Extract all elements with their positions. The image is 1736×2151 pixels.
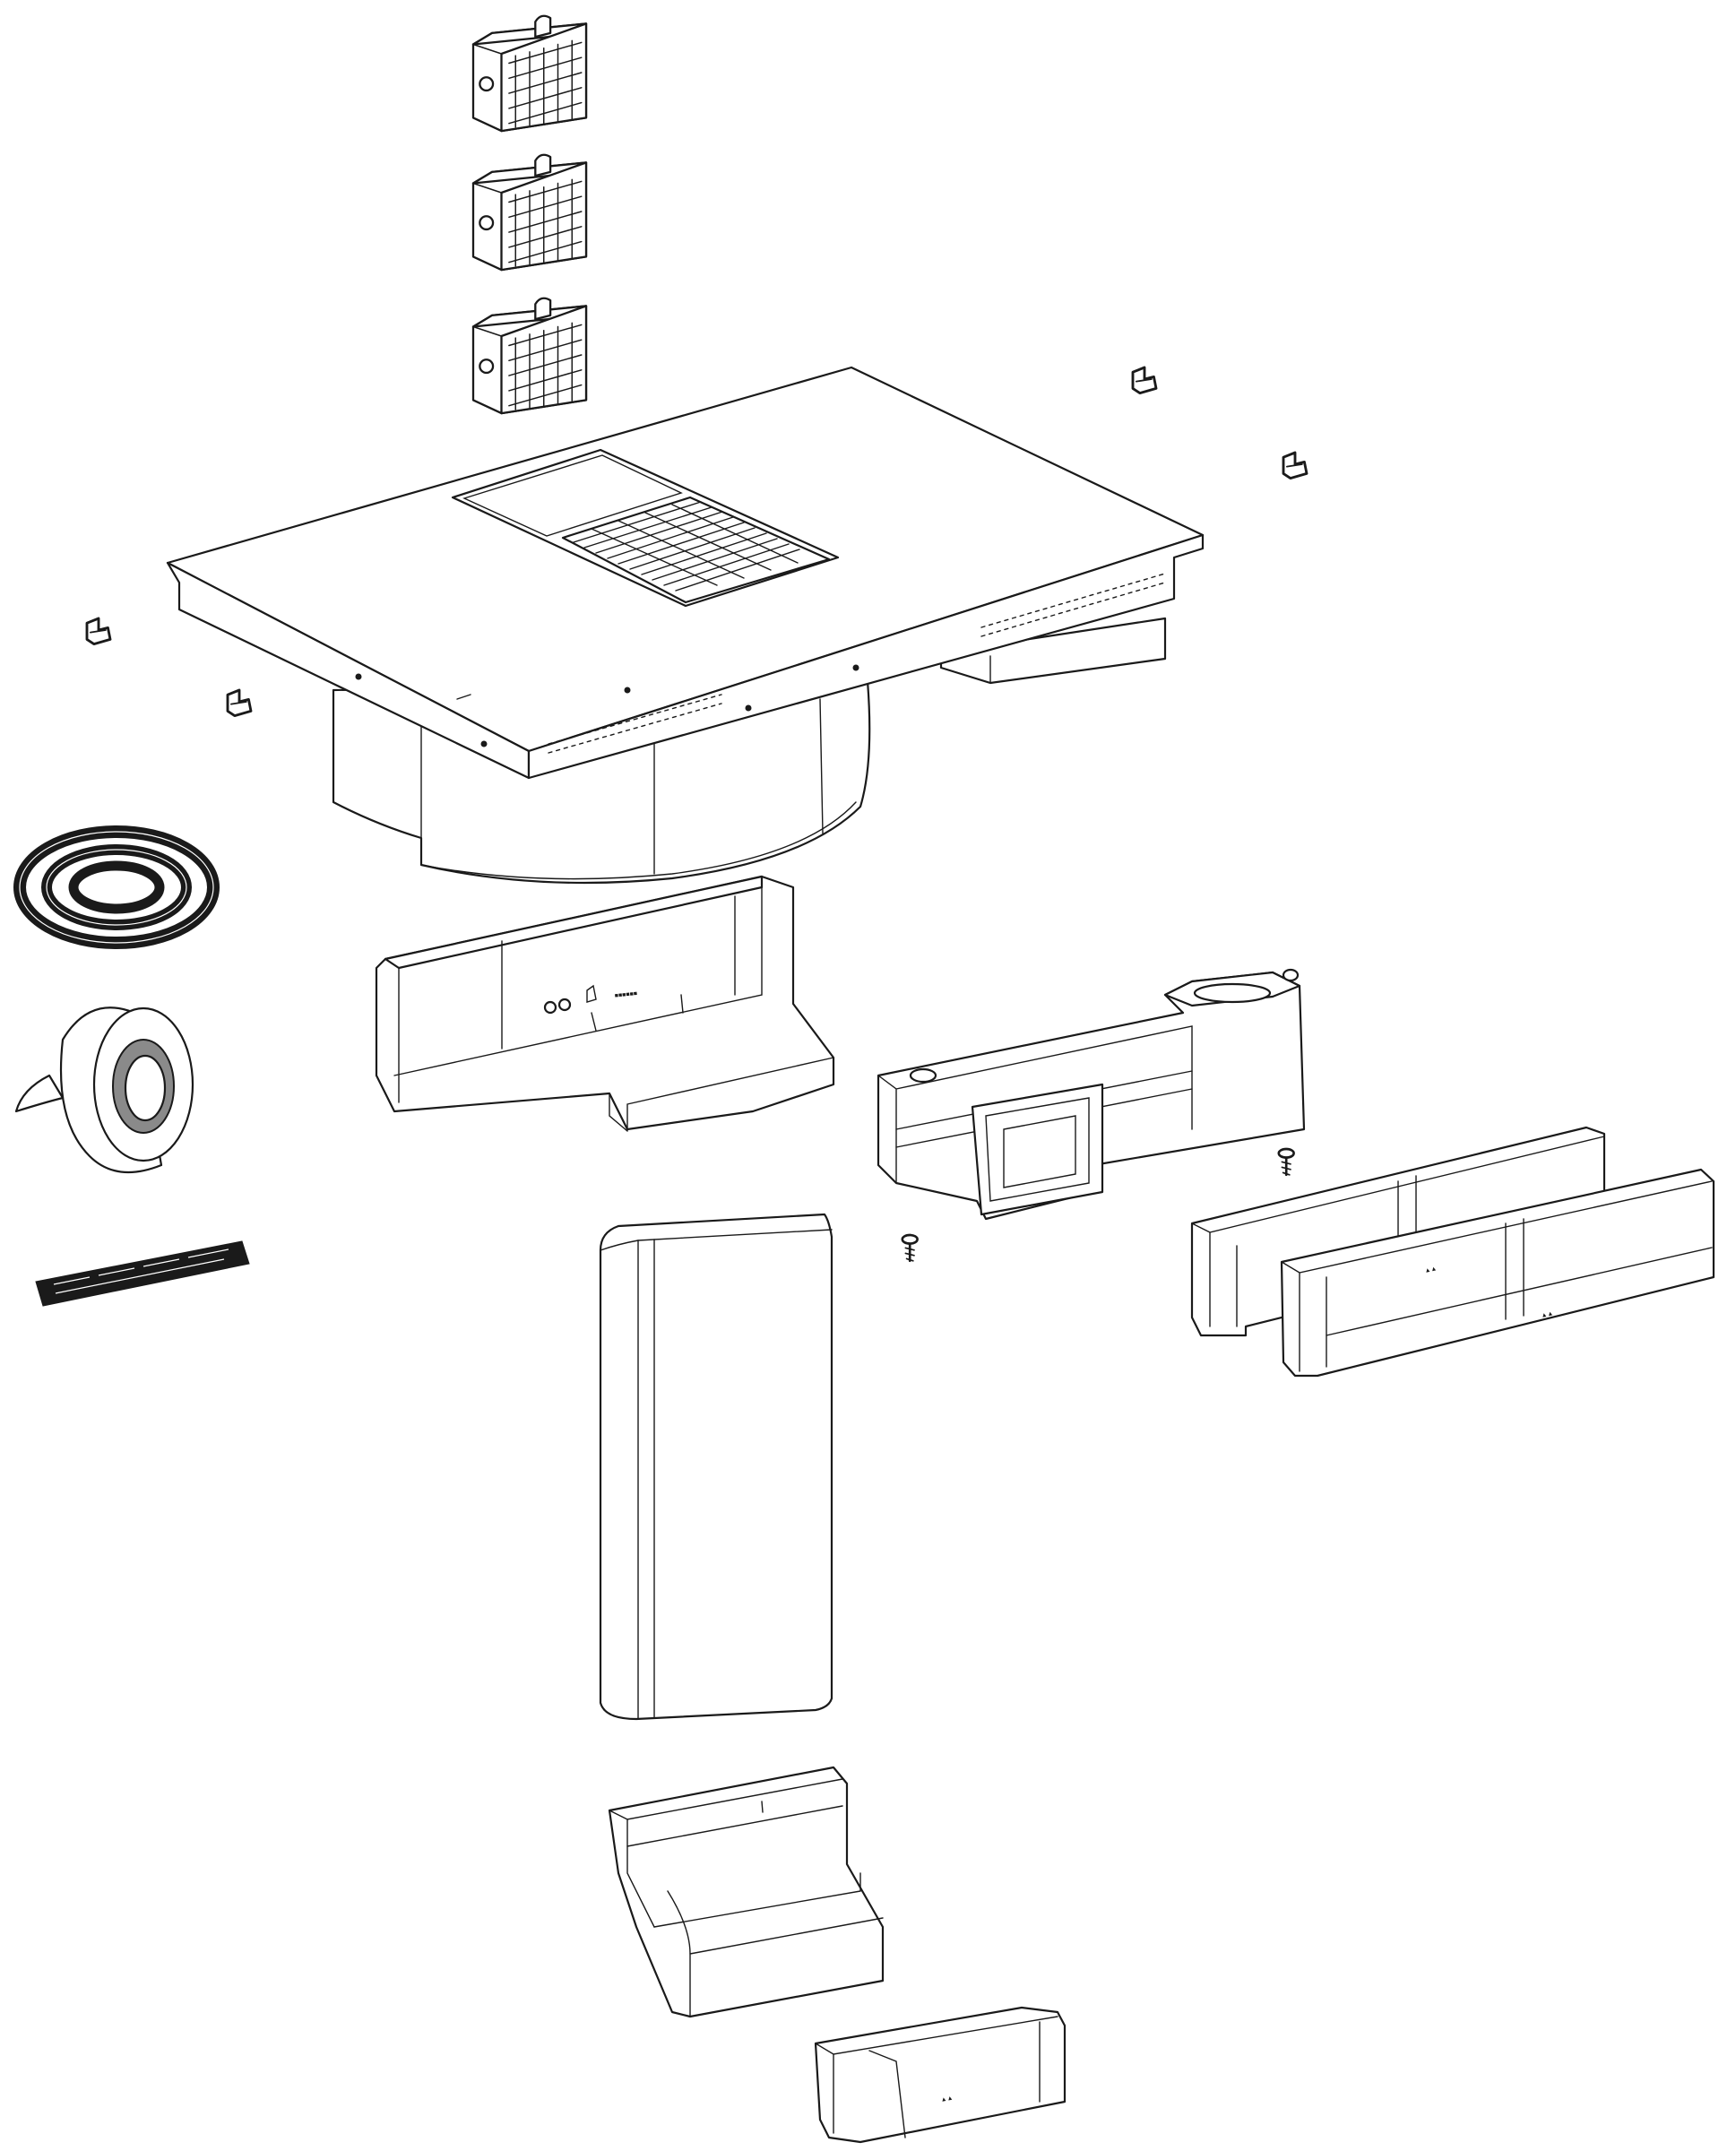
screw-b: [901, 1233, 919, 1263]
duct-end-piece: ▲▲: [814, 2006, 1067, 2144]
duct-adapter-icon: ■■■■■■: [375, 875, 835, 1132]
tape-roll-icon: [14, 1006, 194, 1174]
duct-end-icon: ▲▲: [814, 2006, 1067, 2144]
carbon-filter-icon: [471, 297, 588, 415]
svg-text:▲▲: ▲▲: [1541, 1310, 1554, 1319]
svg-text:■■■■■■: ■■■■■■: [614, 990, 637, 999]
vertical-duct: [599, 1213, 833, 1721]
carbon-filter-icon: [471, 14, 588, 133]
angled-duct-connector: [877, 968, 1306, 1221]
vent-holes-right: [980, 573, 1166, 637]
mounting-bracket-c: [85, 617, 112, 646]
flat-duct-pair: ▲▲ ▲▲: [1190, 1126, 1715, 1378]
carbon-filter-icon: [471, 153, 588, 272]
hob-with-extractor: [166, 366, 1205, 885]
mounting-bracket-d: [226, 688, 253, 718]
label-sticker: [35, 1240, 250, 1307]
screw-a: [1277, 1147, 1295, 1177]
mounting-bracket-a: [1131, 366, 1158, 395]
hob-icon: [166, 366, 1205, 885]
seal-coil-icon: [13, 825, 220, 949]
extractor-grille: [561, 496, 831, 604]
label-icon: [35, 1240, 250, 1307]
fan-duct-adapter: ■■■■■■: [375, 875, 835, 1132]
screw-icon: [1277, 1147, 1295, 1177]
carbon-filter-2: [471, 153, 588, 272]
svg-text:▲▲: ▲▲: [940, 2095, 954, 2103]
bracket-icon: [1131, 366, 1158, 395]
flat-duct-icon: ▲▲ ▲▲: [1190, 1126, 1715, 1378]
mounting-bracket-b: [1282, 451, 1308, 480]
vertical-duct-icon: [599, 1213, 833, 1721]
carbon-filter-1: [471, 14, 588, 133]
elbow-icon: [608, 1766, 885, 2018]
bracket-icon: [226, 688, 253, 718]
screw-icon: [901, 1233, 919, 1263]
duct-elbow: [608, 1766, 885, 2018]
sealing-strip-roll: [13, 825, 220, 949]
vent-holes-front: [548, 694, 722, 754]
bracket-icon: [85, 617, 112, 646]
carbon-filter-3: [471, 297, 588, 415]
adhesive-tape-roll: [14, 1006, 194, 1174]
svg-text:▲▲: ▲▲: [1424, 1266, 1438, 1274]
duct-connector-icon: [877, 968, 1306, 1221]
bracket-icon: [1282, 451, 1308, 480]
